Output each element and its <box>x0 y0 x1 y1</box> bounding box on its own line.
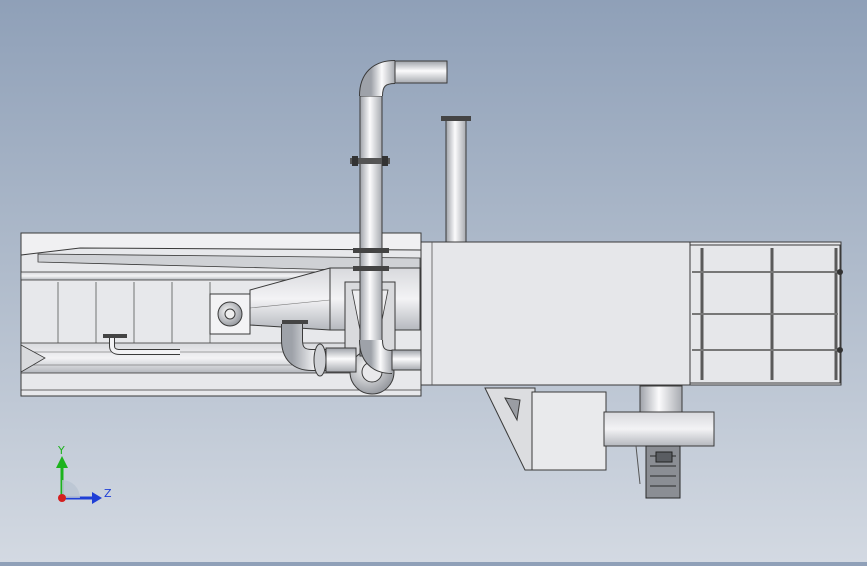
cage-grate <box>689 244 843 384</box>
x-axis-origin <box>58 494 66 502</box>
pipe-clamp-upper <box>350 156 390 166</box>
axis-triad: Y Z <box>56 444 112 504</box>
y-axis-label: Y <box>57 444 65 457</box>
y-arrowhead <box>56 456 68 468</box>
pipe-flange-mid <box>353 248 389 271</box>
axis-arc <box>62 480 80 498</box>
riser-pipe-left <box>350 60 448 374</box>
fan-assembly <box>484 385 715 499</box>
z-axis-label: Z <box>104 487 112 500</box>
z-arrowhead <box>92 492 102 504</box>
